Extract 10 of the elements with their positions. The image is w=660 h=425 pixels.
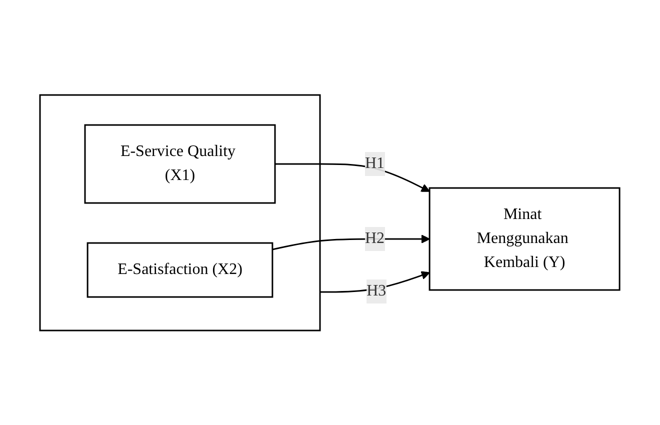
edge-label: H3 — [366, 282, 386, 300]
arrow — [320, 270, 430, 292]
node-box: E-Satisfaction (X2) — [87, 242, 274, 298]
arrow — [272, 234, 430, 250]
node-box: E-Service Quality (X1) — [84, 124, 276, 204]
edge-label: H1 — [365, 154, 385, 172]
cluster — [39, 94, 321, 331]
node-box: Minat Menggunakan Kembali (Y) — [429, 187, 621, 290]
arrow — [275, 163, 430, 192]
edge-label: H2 — [365, 230, 385, 247]
